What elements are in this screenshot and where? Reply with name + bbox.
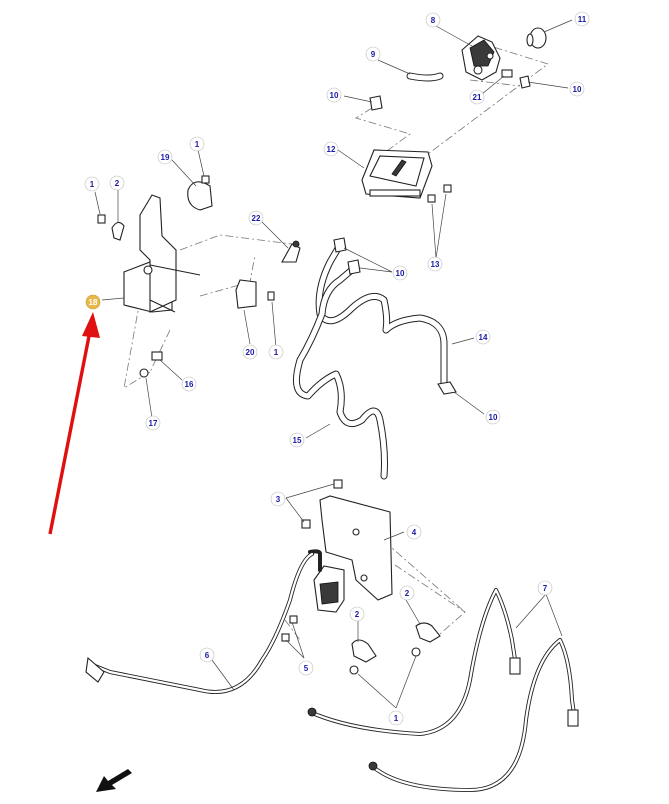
label-17: 17 (149, 419, 158, 428)
label-9: 9 (371, 50, 376, 59)
hose-15 (292, 264, 388, 480)
clip-10-top-left (369, 95, 383, 111)
direction-arrow-icon (96, 769, 132, 792)
label-10-d: 10 (489, 413, 498, 422)
label-15: 15 (293, 436, 302, 445)
leader-lines (94, 19, 573, 709)
hose-14 (315, 241, 448, 388)
bolt-1-left (97, 214, 106, 224)
housing-20 (235, 279, 275, 309)
clip-10-top-right (519, 75, 531, 89)
cable-6 (85, 552, 314, 694)
label-2-a: 2 (115, 179, 120, 188)
nuts-13 (427, 184, 452, 203)
clamps-2-lower (351, 622, 441, 663)
label-21: 21 (473, 93, 482, 102)
cable-7-b (368, 638, 579, 792)
label-1-c: 1 (274, 348, 279, 357)
label-3: 3 (276, 495, 281, 504)
label-1-d: 1 (394, 714, 399, 723)
label-7: 7 (543, 584, 548, 593)
sensor-22 (281, 240, 301, 263)
label-16: 16 (185, 380, 194, 389)
controller-box (361, 149, 433, 199)
label-12: 12 (327, 145, 336, 154)
plate-4 (319, 495, 393, 601)
label-6: 6 (205, 651, 210, 660)
label-5: 5 (304, 664, 309, 673)
screws-5 (281, 615, 298, 642)
assembly-lines (123, 45, 549, 641)
hose-9 (406, 72, 444, 82)
cap (526, 27, 547, 49)
label-20: 20 (246, 348, 255, 357)
hook-2-left (111, 221, 125, 241)
label-2-b: 2 (405, 589, 410, 598)
label-10-c: 10 (396, 269, 405, 278)
callout-labels: 8 11 9 10 10 21 12 1 19 1 2 22 10 13 18 … (84, 11, 590, 726)
label-1-b: 1 (195, 140, 200, 149)
cable-7-a (307, 588, 521, 736)
label-13: 13 (431, 260, 440, 269)
label-1-a: 1 (90, 180, 95, 189)
label-2-c: 2 (355, 610, 360, 619)
valve-assembly (461, 35, 501, 81)
label-18-highlighted: 18 (89, 298, 98, 307)
label-10-a: 10 (330, 91, 339, 100)
label-22: 22 (252, 214, 261, 223)
label-14: 14 (479, 333, 488, 342)
valve-lower (308, 549, 345, 613)
clip-10-mid (333, 237, 361, 275)
clip-10-hose-end (437, 381, 457, 395)
pointer-arrow (48, 312, 100, 535)
bolt-16 (139, 351, 163, 378)
label-4: 4 (412, 528, 417, 537)
label-10-b: 10 (573, 85, 582, 94)
bracket-assembly (123, 194, 201, 313)
label-8: 8 (431, 16, 436, 25)
label-11: 11 (578, 15, 587, 24)
label-19: 19 (161, 153, 170, 162)
fitting-21 (501, 69, 513, 78)
